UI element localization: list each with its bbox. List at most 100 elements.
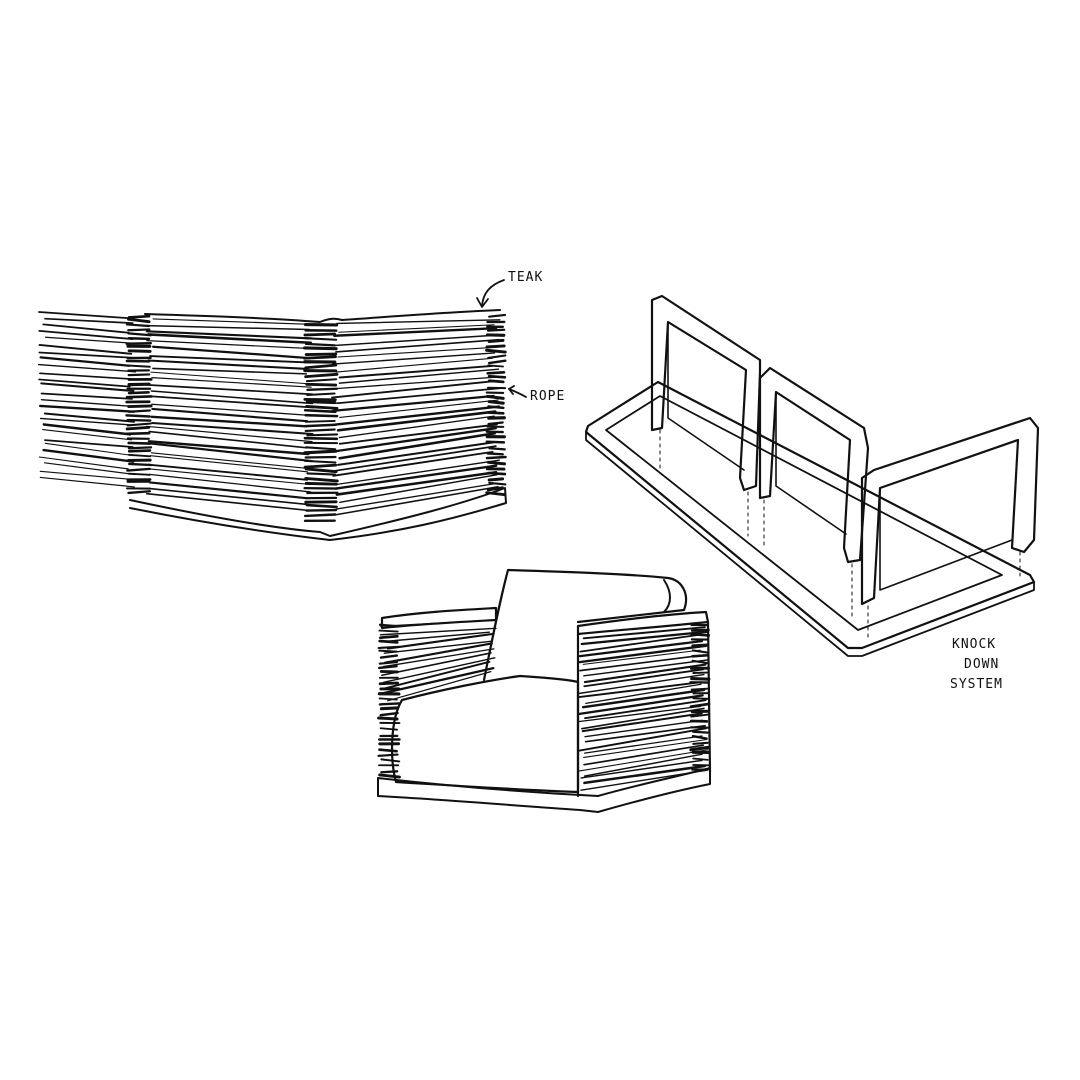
sofa-rope-strand — [38, 311, 131, 320]
sofa-rope-band-strand — [303, 513, 337, 518]
armchair-rope-strand — [582, 626, 706, 640]
sofa-rope-strand — [38, 456, 129, 470]
frame-right-arm-panel — [860, 416, 1040, 606]
sofa-rope-strand — [331, 334, 496, 347]
sofa-rope-band-strand — [304, 428, 336, 432]
frame-middle-back-inner — [775, 391, 847, 535]
sofa-rope-strand — [146, 383, 314, 396]
sofa-rope-band-strand — [486, 370, 506, 375]
armchair-rope-strand — [584, 724, 706, 743]
sofa-rope-strand — [150, 371, 312, 385]
armchair-rope-strand — [379, 706, 399, 711]
sofa-rope-strand — [337, 346, 498, 358]
sofa-rope-band-strand — [125, 395, 153, 399]
sofa-rope-band-strand — [304, 372, 339, 379]
sofa-rope-band-strand — [127, 364, 151, 368]
sofa-rope-strand — [332, 426, 497, 453]
sofa-rope-band-strand — [485, 348, 507, 354]
sofa-rope-strand — [44, 442, 131, 456]
sofa-rope-band-strand — [304, 481, 338, 486]
sofa-rope-strand — [145, 492, 312, 512]
sofa-rope-strand — [335, 357, 493, 373]
armchair-rope-strand — [378, 702, 400, 706]
knock-label: KNOCK — [952, 637, 996, 652]
armchair-rope-strand — [379, 727, 398, 731]
armchair-rope-strand — [579, 654, 705, 672]
sofa-rope-strand — [334, 485, 499, 516]
armchair-rope-strand — [383, 640, 493, 654]
sofa-rope-strand — [44, 439, 134, 448]
sofa-rope-band-strand — [127, 314, 151, 319]
sofa-rope-strand — [152, 367, 308, 375]
sofa-rope-strand — [151, 403, 313, 417]
armchair-rope-strand — [379, 627, 497, 636]
sofa-rope-band-strand — [127, 404, 153, 408]
sofa-rope-strand — [145, 330, 313, 340]
sofa-rope-strand — [146, 340, 311, 350]
sofa-rope-strand — [335, 470, 498, 496]
sofa-rope-band-strand — [127, 441, 152, 445]
armchair-rope-strand — [691, 643, 709, 648]
armchair-rope-strand — [378, 697, 398, 701]
sofa-rope-strand — [39, 372, 134, 380]
sofa-rope-band-strand — [304, 476, 339, 483]
sofa-rope-band-strand — [305, 378, 338, 383]
sofa-rope-strand — [338, 432, 497, 460]
armchair-rope-strand — [380, 758, 401, 763]
sofa-rope-strand — [337, 441, 496, 466]
armchair-rope-strand — [382, 657, 496, 684]
armchair-rope-strand — [691, 649, 709, 654]
sofa-rope-band-strand — [486, 486, 504, 492]
sofa-rope-strand — [43, 412, 135, 423]
teak-annotation: TEAK — [476, 270, 542, 308]
sofa-rope-strand — [331, 394, 495, 413]
armchair-rope-strand — [578, 639, 703, 658]
sofa-rope-band-strand — [306, 472, 337, 476]
sofa-rope-strand — [339, 473, 498, 504]
frame-base-tray-edge — [585, 431, 1035, 657]
sofa-rope-strand — [44, 336, 137, 344]
sofa-rope-band-strand — [303, 332, 337, 337]
sofa-rope-band-strand — [127, 490, 152, 495]
sofa-rope-strand — [42, 323, 130, 334]
armchair-rope-strand — [692, 730, 709, 734]
sofa-rope-strand — [151, 407, 309, 423]
sofa-rope-strand — [149, 455, 308, 473]
armchair-rope-strand — [378, 773, 401, 779]
armchair-rope-strand — [581, 688, 706, 709]
teak-arrow — [481, 279, 505, 307]
sofa-rope-band-strand — [485, 344, 506, 349]
rope-annotation: ROPE — [508, 385, 564, 404]
armchair-rope-strand — [690, 628, 710, 632]
armchair-seat-cushion — [390, 674, 580, 794]
sofa-rope-strand — [42, 428, 133, 441]
armchair-rope-strand — [377, 664, 398, 670]
frame-middle-back-panel — [758, 366, 870, 564]
sofa-rope-band-strand — [303, 408, 337, 414]
sofa-rope-band-strand — [127, 328, 151, 332]
sofa-rope-band-strand — [488, 447, 506, 451]
sofa-rope-strand — [40, 398, 131, 407]
armchair-rope-strand — [690, 713, 710, 718]
armchair-rope-strand — [583, 764, 707, 785]
sofa-rope-strand — [147, 359, 309, 371]
armchair-rope-strand — [378, 639, 399, 644]
frame-base-tray — [584, 380, 1036, 650]
armchair-rope-strand — [579, 633, 702, 653]
rope-arrow-head — [508, 385, 515, 395]
sofa-rope-strand — [334, 445, 497, 472]
sofa-rope-band-strand — [305, 503, 338, 509]
sofa-rope-band-strand — [125, 425, 151, 431]
sofa-rope-band-strand — [488, 313, 507, 318]
armchair-rope-strand — [584, 719, 704, 738]
knock-down-annotation: KNOCK DOWN SYSTEM — [950, 637, 1002, 692]
sofa-rope-strand — [335, 338, 500, 353]
sofa-rope-strand — [42, 448, 135, 463]
frame-base-inner — [605, 395, 1003, 631]
sofa-rope-band-strand — [127, 453, 152, 458]
sofa-rope-band-strand — [303, 436, 339, 441]
sofa-rope-band-strand — [127, 391, 150, 395]
armchair-rope-strand — [378, 649, 398, 653]
armchair-rope-strand — [386, 632, 495, 650]
